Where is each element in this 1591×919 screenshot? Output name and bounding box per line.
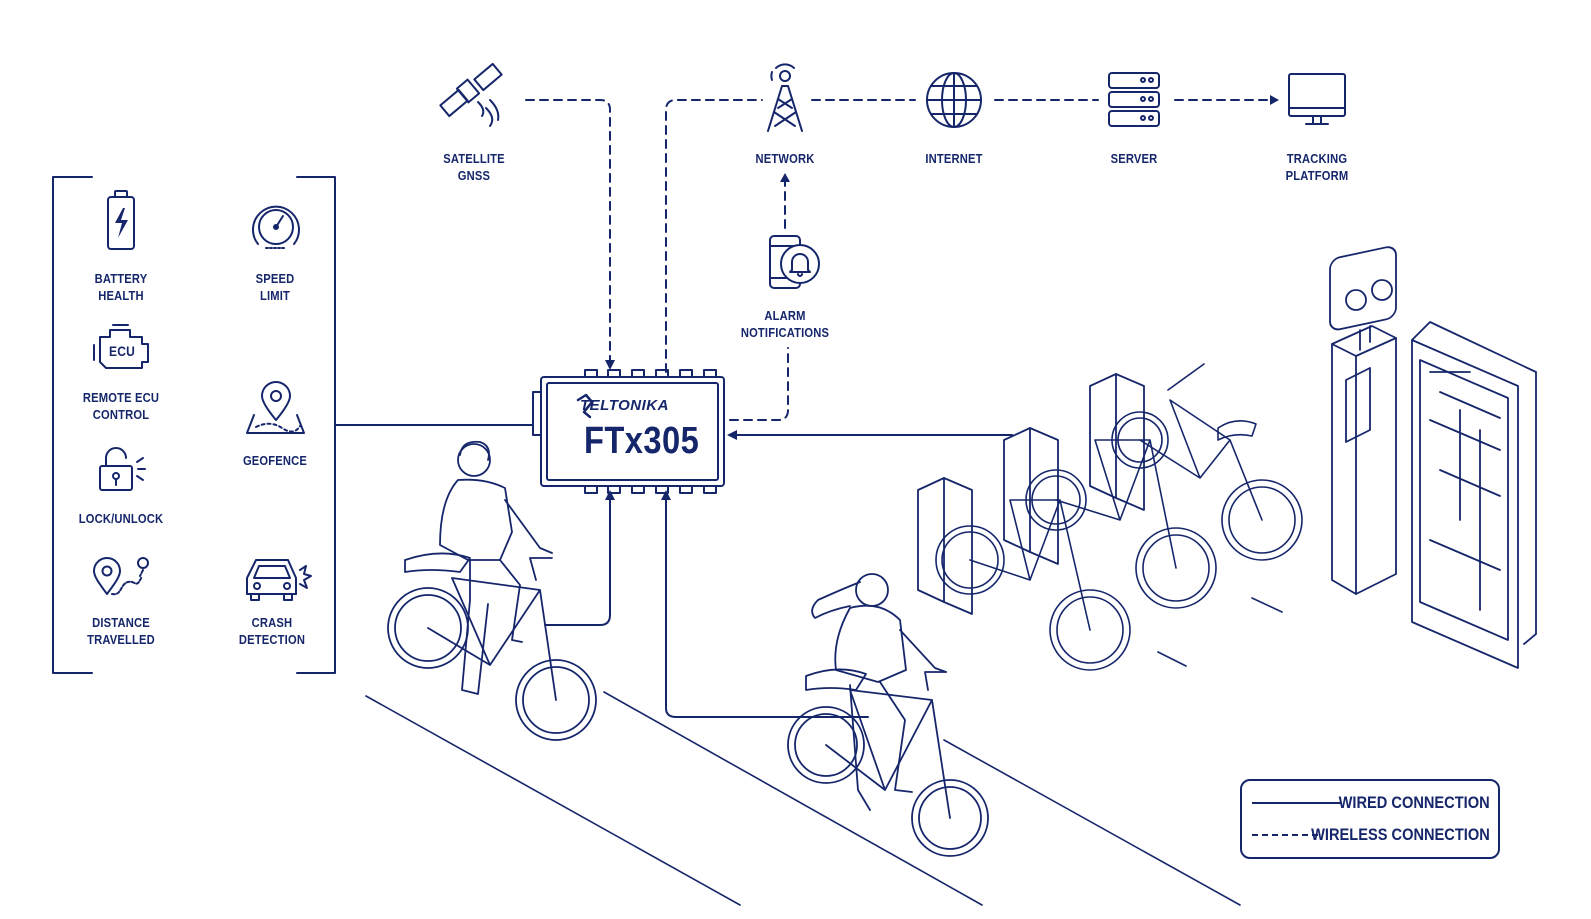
route-icon	[93, 557, 149, 596]
car-crash-icon	[246, 559, 312, 601]
bike-docks	[917, 373, 1145, 615]
link-bike2-device	[665, 499, 869, 718]
padlock-icon	[99, 447, 146, 491]
alarm-notifications-label: ALARM NOTIFICATIONS	[740, 308, 830, 340]
feature-label-geofence: GEOFENCE	[242, 453, 308, 468]
battery-icon	[107, 190, 135, 250]
legend-wired-text: WIRED CONNECTION	[1338, 793, 1490, 812]
internet-label: INTERNET	[925, 151, 983, 166]
road-lines	[365, 597, 1283, 906]
link-device-network	[665, 99, 763, 373]
network-label: NETWORK	[755, 151, 815, 166]
tracker-device	[532, 369, 725, 494]
ecu-icon-text: ECU	[109, 343, 135, 359]
map-pin-icon	[246, 381, 305, 434]
satellite-icon	[439, 62, 503, 127]
server-label: SERVER	[1110, 151, 1158, 166]
wired-links	[335, 424, 1013, 718]
map-board	[1411, 321, 1537, 669]
features-bracket	[52, 176, 336, 674]
link-satellite-device	[525, 99, 611, 363]
device-brand: TELTONIKA	[580, 397, 669, 414]
tracking-platform-label: TRACKING PLATFORM	[1285, 151, 1349, 183]
wireless-links	[525, 99, 1271, 421]
feature-label-lock: LOCK/UNLOCK	[78, 511, 164, 526]
legend-wired: WIRED CONNECTION	[1252, 791, 1490, 815]
legend-wireless-text: WIRELESS CONNECTION	[1311, 825, 1490, 844]
kiosk	[1329, 246, 1397, 595]
speedometer-icon	[252, 205, 300, 249]
docked-bikes	[935, 363, 1303, 671]
legend-dashed-line	[1252, 834, 1318, 836]
link-bike1-device	[544, 499, 611, 626]
link-arrowheads	[605, 95, 1279, 500]
server-icon	[1108, 72, 1160, 127]
legend-solid-line	[1252, 802, 1342, 804]
phone-bell-icon	[769, 235, 820, 289]
cell-tower-icon	[767, 63, 803, 132]
legend-wireless: WIRELESS CONNECTION	[1252, 823, 1490, 847]
cyclist-woman	[787, 573, 989, 857]
satellite-label: SATELLITE GNSS	[443, 151, 505, 183]
cyclist-man	[387, 440, 597, 741]
legend: WIRED CONNECTION WIRELESS CONNECTION	[1240, 779, 1500, 859]
globe-icon	[926, 72, 982, 128]
ecu-engine-icon	[93, 324, 149, 369]
link-device-alarm	[729, 347, 789, 421]
device-model: FTx305	[584, 420, 700, 462]
monitor-icon	[1288, 73, 1346, 125]
